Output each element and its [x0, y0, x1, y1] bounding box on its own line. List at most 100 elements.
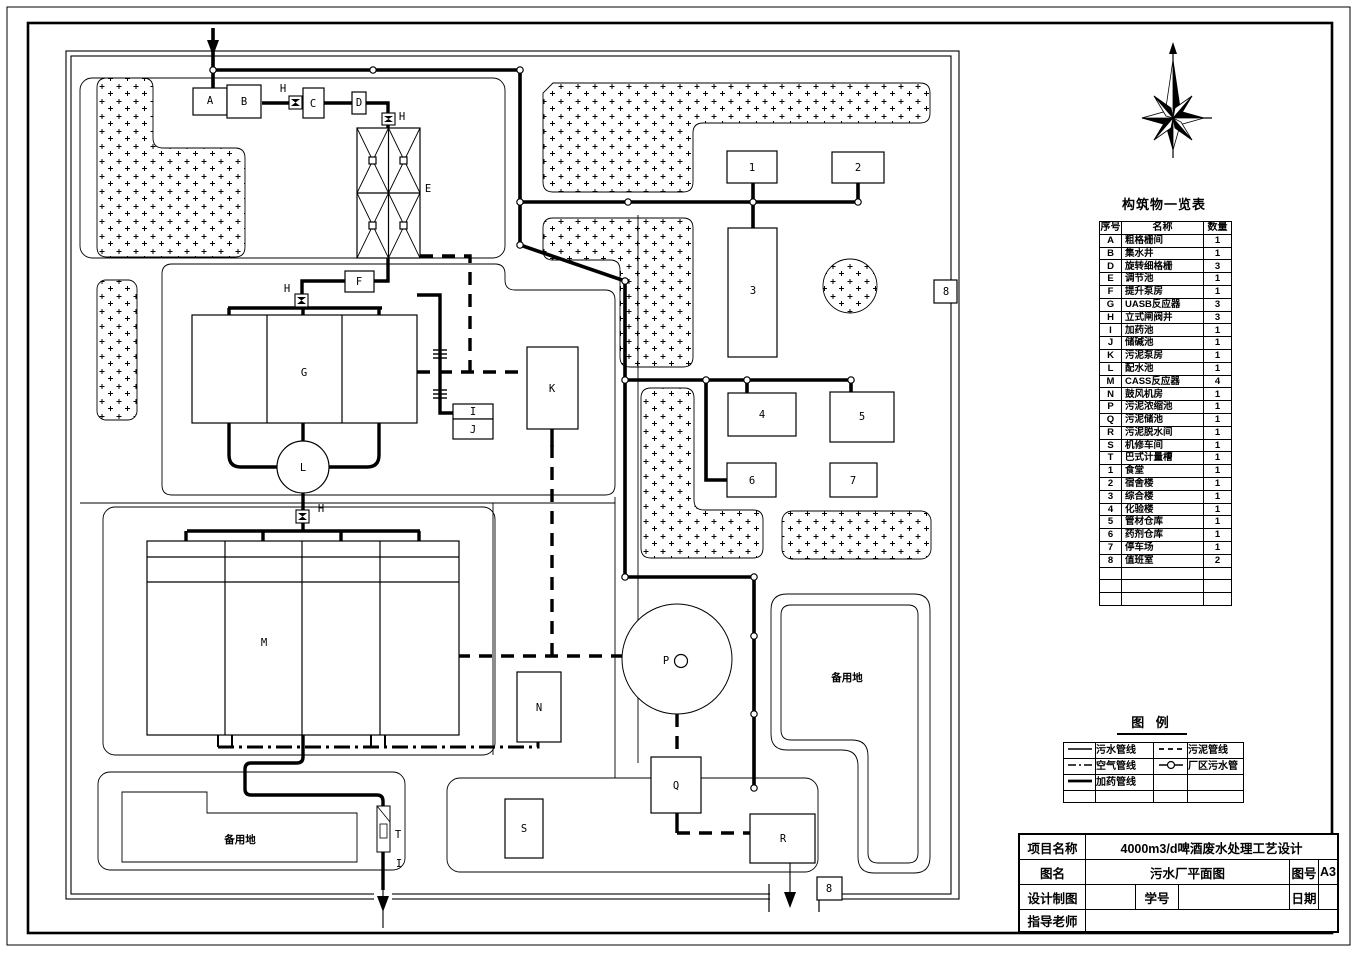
- plan-label: G: [301, 367, 307, 379]
- structure-cell: 1: [1203, 323, 1232, 338]
- pipe-sludge: [417, 254, 750, 835]
- building-f-lift-pump: [344, 270, 375, 293]
- structure-cell: 1: [1203, 387, 1232, 402]
- structure-cell: 1: [1203, 528, 1232, 542]
- structures-header-row: 序号 名称 数量: [1099, 221, 1232, 235]
- building-e-equalization-tank: [356, 127, 421, 259]
- legend-symbol-cell: [1063, 758, 1096, 775]
- plan-label: H: [284, 283, 290, 295]
- structure-cell: 3: [1203, 297, 1232, 312]
- structure-cell: 1: [1203, 438, 1232, 453]
- plan-label: S: [521, 823, 527, 835]
- building-c: [302, 87, 325, 119]
- structure-cell: 加药池: [1121, 323, 1204, 338]
- column-header: 数量: [1203, 221, 1232, 235]
- structure-cell: 1: [1203, 336, 1232, 350]
- structure-row-empty: [1099, 592, 1232, 606]
- plan-label: H: [318, 503, 324, 515]
- building-n-blower-room: [516, 671, 562, 743]
- legend-symbol-cell: [1063, 774, 1096, 791]
- structure-cell: 污泥浓缩池: [1121, 400, 1204, 414]
- building-r-dewatering: [749, 813, 816, 864]
- structure-cell: 1: [1203, 476, 1232, 491]
- structure-cell: 污泥泵房: [1121, 348, 1204, 363]
- pipe-union-ticks: [433, 349, 447, 399]
- discharge-lines: [207, 40, 796, 928]
- legend-symbol-cell: [1063, 742, 1096, 759]
- building-8-duty-room-east: [933, 279, 958, 304]
- plan-label: 6: [749, 475, 755, 487]
- structure-cell: CASS反应器: [1121, 374, 1204, 389]
- structure-row-empty: [1099, 566, 1232, 581]
- structure-cell: 粗格栅间: [1121, 233, 1204, 248]
- legend-label: 厂区污水管: [1187, 758, 1244, 775]
- green-area-mid-upper: [542, 217, 694, 368]
- building-g-uasb: [191, 314, 418, 424]
- designer-value: [1086, 885, 1135, 909]
- plan-label: 8: [943, 286, 949, 298]
- structure-cell: 1: [1203, 272, 1232, 286]
- structure-cell: 1: [1203, 502, 1232, 517]
- legend-label: [1187, 774, 1244, 791]
- student-id-value: [1179, 885, 1289, 909]
- spare-land-east-outer: [770, 593, 931, 874]
- plan-label: 5: [859, 411, 865, 423]
- structure-cell: [1121, 566, 1204, 581]
- structure-cell: UASB反应器: [1121, 297, 1204, 312]
- green-area-mid-lower: [640, 387, 764, 559]
- structure-cell: H: [1099, 310, 1122, 325]
- structure-cell: 巴式计量槽: [1121, 451, 1204, 466]
- student-id-label: 学号: [1136, 885, 1178, 909]
- structures-table-title: 构筑物一览表: [1121, 197, 1206, 212]
- advisor-value: [1086, 910, 1337, 931]
- legend-symbol-cell: [1153, 758, 1188, 775]
- spare-land-west-lot: [121, 791, 358, 863]
- structure-cell: 旋转细格栅: [1121, 259, 1204, 274]
- plan-label: I: [396, 858, 402, 870]
- plant-fence: [65, 50, 960, 900]
- legend-label: [1095, 790, 1154, 803]
- structure-cell: 综合楼: [1121, 489, 1204, 504]
- plan-label: 1: [749, 162, 755, 174]
- legend-table: 污水管线污泥管线空气管线厂区污水管加药管线: [1063, 742, 1244, 803]
- plan-label: D: [356, 97, 362, 109]
- plan-label: 2: [855, 162, 861, 174]
- structure-cell: 1: [1203, 284, 1232, 299]
- building-6-chemical-warehouse: [726, 462, 777, 498]
- drawing-name-value: 污水厂平面图: [1086, 860, 1289, 884]
- building-q-sludge-storage: [650, 756, 702, 814]
- legend-row: 加药管线: [1063, 774, 1244, 791]
- green-circle: [822, 258, 878, 314]
- column-header: 名称: [1121, 221, 1204, 235]
- structure-cell: E: [1099, 272, 1122, 286]
- structure-cell: 2: [1203, 553, 1232, 568]
- structure-cell: 污泥脱水间: [1121, 425, 1204, 440]
- legend-row: 空气管线厂区污水管: [1063, 758, 1244, 775]
- structure-cell: [1203, 566, 1232, 581]
- legend-row: [1063, 790, 1244, 803]
- building-8-duty-room-south: [816, 876, 843, 901]
- north-compass: [1141, 42, 1212, 158]
- building-l-distribution-tank: [276, 440, 330, 494]
- structure-cell: 管材仓库: [1121, 515, 1204, 530]
- valves: [288, 95, 396, 524]
- structure-cell: 6: [1099, 528, 1122, 542]
- valve-h-3: [294, 293, 309, 308]
- structure-cell: 1: [1203, 412, 1232, 427]
- structure-cell: T: [1099, 451, 1122, 466]
- structure-cell: M: [1099, 374, 1122, 389]
